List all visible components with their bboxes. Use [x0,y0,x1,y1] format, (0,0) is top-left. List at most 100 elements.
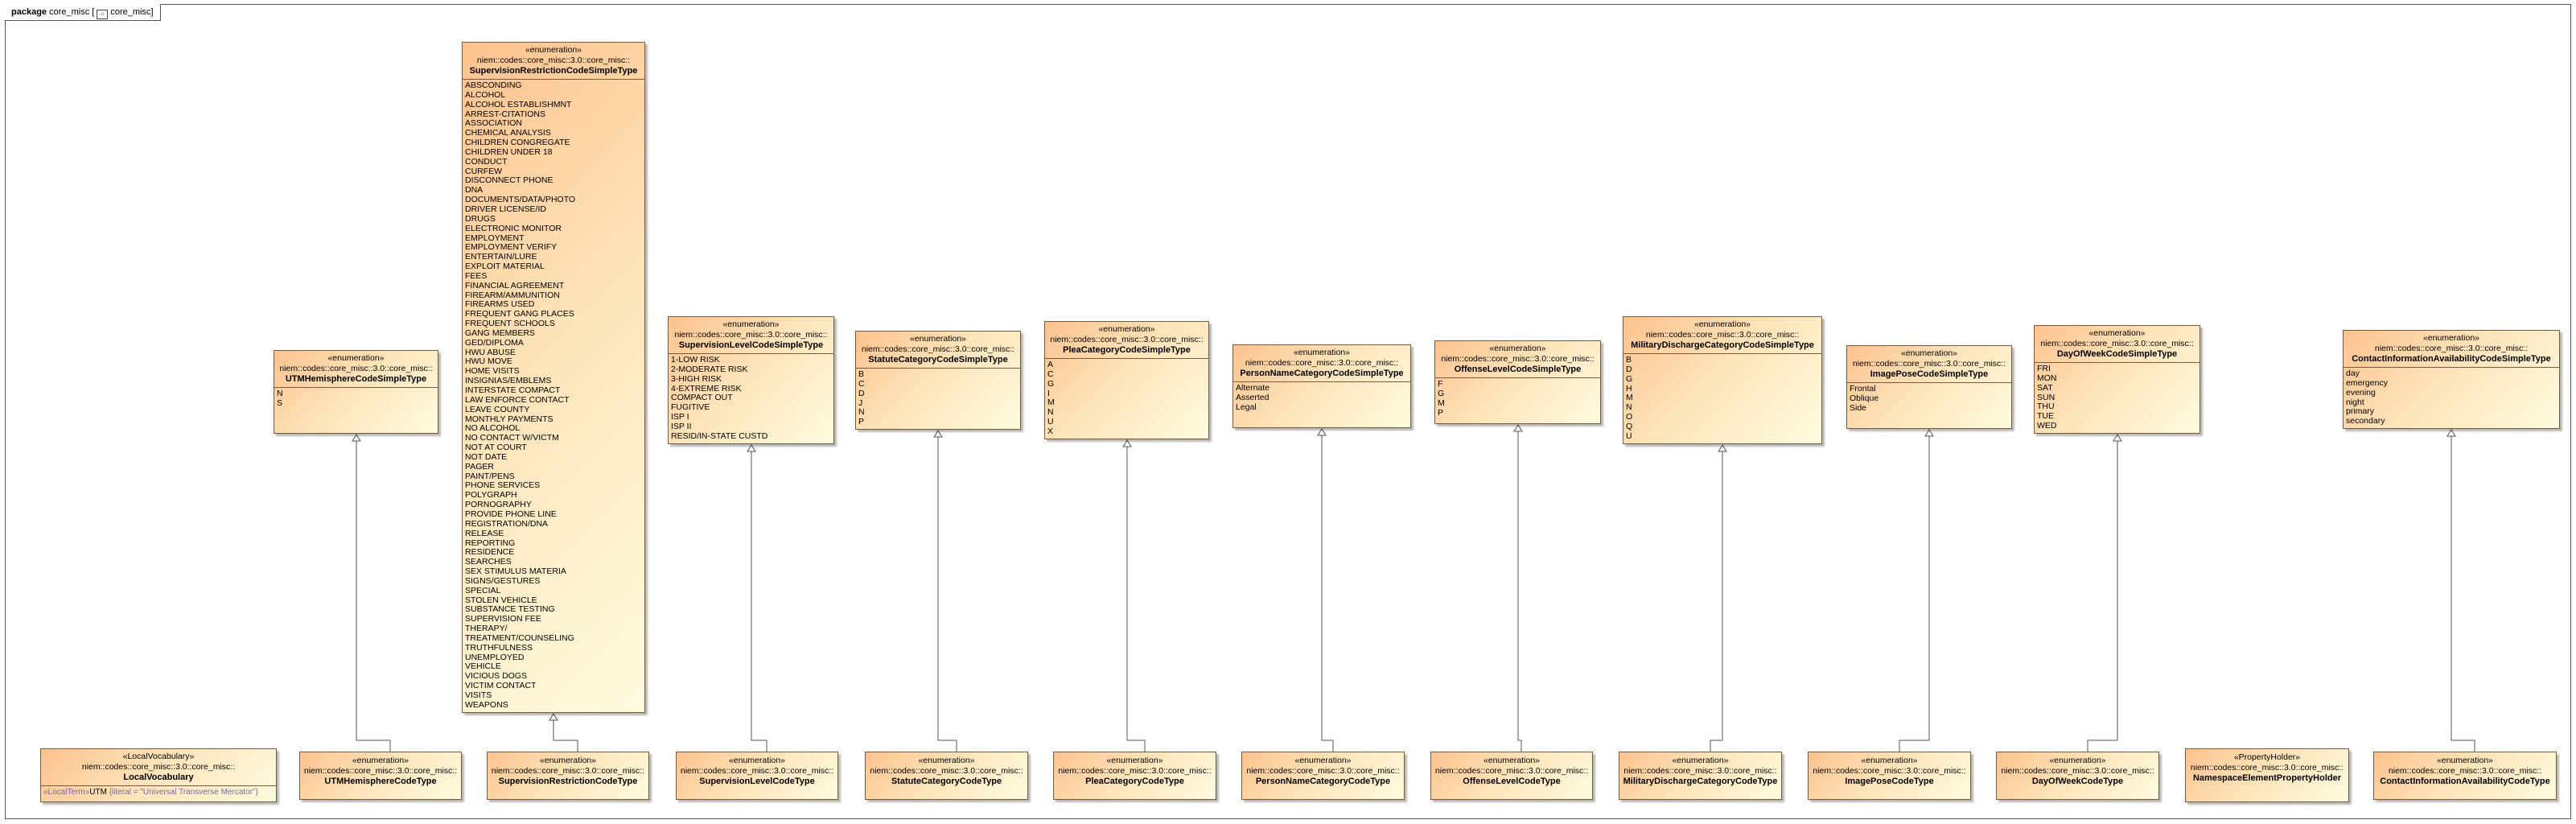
code-type-box[interactable]: «enumeration»niem::codes::core_misc::3.0… [1241,752,1405,800]
code-type-header: «enumeration»niem::codes::core_misc::3.0… [1431,752,1592,787]
enumeration-literal: ABSCONDING [465,80,522,90]
enumeration-literal: CHILDREN CONGREGATE [465,138,570,148]
code-type-name: StatuteCategoryCodeType [891,777,1002,786]
enumeration-name: PleaCategoryCodeSimpleType [1063,345,1191,355]
enumeration-box[interactable]: «enumeration»niem::codes::core_misc::3.0… [1434,340,1601,424]
code-type-namespace: niem::codes::core_misc::3.0::core_misc:: [1246,766,1400,776]
enumeration-literal: THU [2037,402,2055,412]
package-frame [5,4,2571,819]
code-type-stereotype: «enumeration» [539,756,597,765]
enumeration-box[interactable]: «enumeration»niem::codes::core_misc::3.0… [2343,330,2560,430]
enumeration-stereotype: «enumeration» [909,334,967,344]
enumeration-box[interactable]: «enumeration»niem::codes::core_misc::3.0… [1623,316,1822,444]
enumeration-literal: G [1047,378,1055,389]
generalization-arrowhead [2113,434,2122,442]
code-type-box[interactable]: «enumeration»niem::codes::core_misc::3.0… [487,752,649,800]
enumeration-literal: MONTHLY PAYMENTS [465,414,553,424]
enumeration-literal: HOME VISITS [465,366,520,377]
enumeration-box[interactable]: «enumeration»niem::codes::core_misc::3.0… [1044,321,1209,439]
enumeration-literal: RELEASE [465,528,504,538]
enumeration-box[interactable]: «enumeration»niem::codes::core_misc::3.0… [668,316,834,444]
enumeration-box[interactable]: «enumeration»niem::codes::core_misc::3.0… [2034,325,2200,434]
enumeration-literal: LAW ENFORCE CONTACT [465,394,570,405]
enumeration-name: StatuteCategoryCodeSimpleType [868,355,1008,365]
enumeration-stereotype: «enumeration» [1489,344,1546,353]
vocabulary-namespace: niem::codes::core_misc::3.0::core_misc:: [81,762,236,772]
enumeration-literal: CONDUCT [465,156,508,167]
code-type-box[interactable]: «enumeration»niem::codes::core_misc::3.0… [1619,752,1782,800]
code-type-name: PleaCategoryCodeType [1085,777,1184,786]
package-icon: ⌂ [97,10,109,19]
enumeration-stereotype: «enumeration» [1693,319,1751,329]
enumeration-literal: VICIOUS DOGS [465,671,528,682]
enumeration-literal: HWU MOVE [465,356,512,367]
enumeration-literal: NOT DATE [465,451,508,462]
enumeration-literal: Q [1626,421,1633,431]
enumeration-literal: J [858,398,863,408]
enumeration-literal: G [1438,388,1445,398]
code-type-name: NamespaceElementPropertyHolder [2192,773,2341,783]
enumeration-header: «enumeration»niem::codes::core_misc::3.0… [856,332,1020,365]
generalization-arrowhead [352,434,361,442]
code-type-box[interactable]: «enumeration»niem::codes::core_misc::3.0… [1430,752,1593,800]
enumeration-literal: REPORTING [465,538,516,548]
code-type-name: UTMHemisphereCodeType [324,777,437,786]
enumeration-box[interactable]: «enumeration»niem::codes::core_misc::3.0… [462,42,645,713]
enumeration-box[interactable]: «enumeration»niem::codes::core_misc::3.0… [1232,344,1411,428]
code-type-namespace: niem::codes::core_misc::3.0::core_misc:: [1813,766,1966,776]
enumeration-literal: NO ALCOHOL [465,423,521,434]
code-type-namespace: niem::codes::core_misc::3.0::core_misc:: [2190,763,2344,772]
enumeration-literal: PAGER [465,461,494,472]
code-type-box[interactable]: «PropertyHolder»niem::codes::core_misc::… [2185,748,2349,802]
code-type-namespace: niem::codes::core_misc::3.0::core_misc:: [1434,766,1589,776]
enumeration-literal: U [1047,417,1054,427]
enumeration-literal: ENTERTAIN/LURE [465,252,537,262]
enumeration-literal: SUPERVISION FEE [465,614,541,624]
code-type-header: «enumeration»niem::codes::core_misc::3.0… [300,752,461,787]
enumeration-box[interactable]: «enumeration»niem::codes::core_misc::3.0… [274,350,438,434]
code-type-header: «enumeration»niem::codes::core_misc::3.0… [1619,752,1781,787]
enumeration-name: PersonNameCategoryCodeSimpleType [1240,369,1404,378]
code-type-box[interactable]: «enumeration»niem::codes::core_misc::3.0… [865,752,1028,800]
enumeration-literal: ALCOHOL ESTABLISHMNT [465,99,572,109]
code-type-stereotype: «enumeration» [1294,756,1352,765]
package-icon-label: core_misc [110,7,151,17]
code-type-box[interactable]: «enumeration»niem::codes::core_misc::3.0… [1996,752,2159,800]
vocabulary-attribute: «LocalTerm»UTM {literal = "Universal Tra… [41,785,276,799]
code-type-box[interactable]: «enumeration»niem::codes::core_misc::3.0… [676,752,838,800]
enumeration-literal: N [858,407,865,418]
generalization-line [1517,431,1522,752]
code-type-stereotype: «enumeration» [2049,756,2106,765]
code-type-namespace: niem::codes::core_misc::3.0::core_misc:: [680,766,834,776]
enumeration-literal: NOT AT COURT [465,443,527,453]
enumeration-literal: U [1626,431,1632,441]
enumeration-literal: SEARCHES [465,557,512,567]
enumeration-header: «enumeration»niem::codes::core_misc::3.0… [274,351,438,385]
enumeration-literal: ISP I [671,412,689,422]
enumeration-literal: 2-MODERATE RISK [671,364,748,374]
generalization-line [1321,435,1334,752]
enumeration-literal: TREATMENT/COUNSELING [465,632,574,643]
enumeration-box[interactable]: «enumeration»niem::codes::core_misc::3.0… [1846,345,2012,429]
enumeration-literal: EMPLOYMENT [465,233,525,243]
code-type-box[interactable]: «enumeration»niem::codes::core_misc::3.0… [1053,752,1216,800]
code-type-box[interactable]: «enumeration»niem::codes::core_misc::3.0… [1808,752,1971,800]
local-vocabulary-box[interactable]: «LocalVocabulary» niem::codes::core_misc… [40,748,277,802]
generalization-line [553,720,578,752]
enumeration-literal: PORNOGRAPHY [465,500,532,510]
vocabulary-stereotype: «LocalVocabulary» [122,752,195,761]
enumeration-literal: emergency [2346,377,2388,388]
package-name: core_misc [49,7,90,17]
code-type-header: «enumeration»niem::codes::core_misc::3.0… [677,752,837,787]
enumeration-literal: SEX STIMULUS MATERIA [465,566,566,577]
code-type-box[interactable]: «enumeration»niem::codes::core_misc::3.0… [2373,752,2557,800]
generalization-arrowhead [1122,439,1132,447]
enumeration-box[interactable]: «enumeration»niem::codes::core_misc::3.0… [855,331,1021,431]
code-type-box[interactable]: «enumeration»niem::codes::core_misc::3.0… [299,752,462,800]
